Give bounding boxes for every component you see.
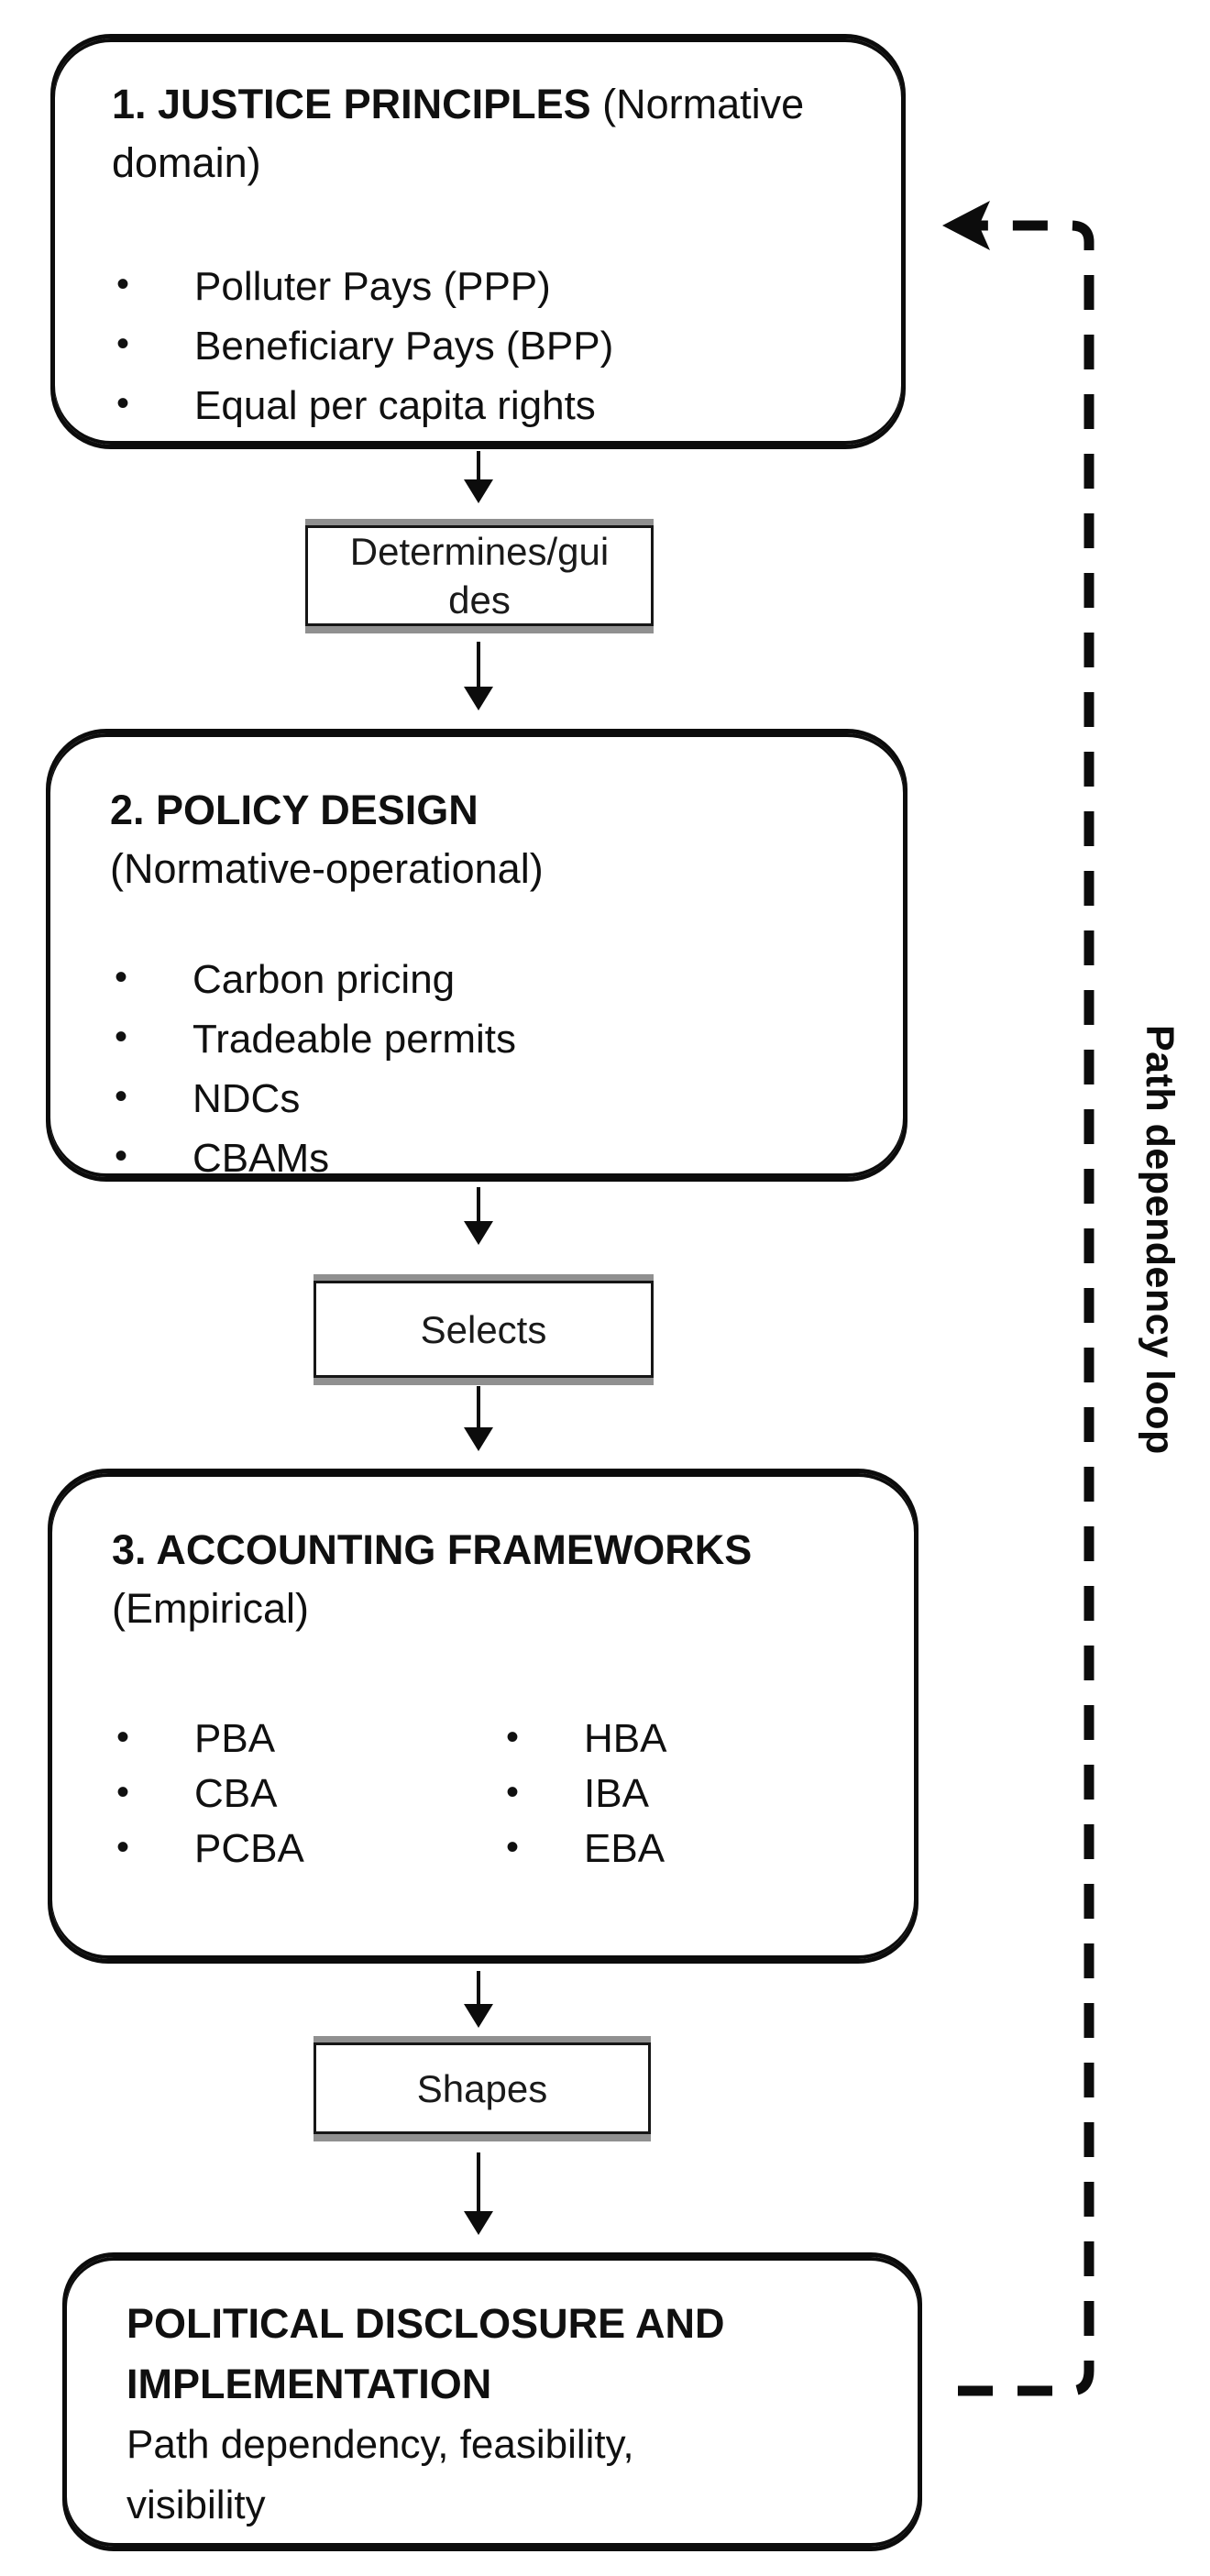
connector-label-line1: Determines/gui xyxy=(349,530,610,573)
connector-selects-label-box: Selects xyxy=(314,1281,654,1378)
arrow-stem xyxy=(477,1187,480,1221)
justice-heading: 1. JUSTICE PRINCIPLES (Normative domain) xyxy=(112,75,860,193)
loop-dashed-path xyxy=(958,220,1094,2396)
justice-heading-line2: domain) xyxy=(112,139,261,186)
justice-heading-line1: 1. JUSTICE PRINCIPLES (Normative xyxy=(112,75,860,134)
path-dependency-loop-label: Path dependency loop xyxy=(1138,1025,1182,1455)
bullet-item: CBAMs xyxy=(110,1127,866,1188)
arrow-stem xyxy=(477,642,480,687)
arrow-stem xyxy=(477,1971,480,2004)
policy-heading-line1: 2. POLICY DESIGN xyxy=(110,787,478,833)
justice-bullet-list: Polluter Pays (PPP) Beneficiary Pays (BP… xyxy=(112,255,860,435)
accounting-heading-line2: (Empirical) xyxy=(112,1585,310,1632)
justice-principles-box: 1. JUSTICE PRINCIPLES (Normative domain)… xyxy=(50,34,906,449)
down-arrow-3 xyxy=(464,1187,493,1245)
down-arrow-4 xyxy=(464,1386,493,1451)
accounting-bullet-list-right: HBA IBA EBA xyxy=(501,1710,666,1877)
arrow-stem xyxy=(477,451,480,479)
bullet-item: NDCs xyxy=(110,1067,866,1128)
arrowhead-icon xyxy=(464,687,493,710)
policy-design-box: 2. POLICY DESIGN (Normative-operational)… xyxy=(46,729,908,1186)
arrowhead-icon xyxy=(464,1427,493,1451)
bullet-item: IBA xyxy=(501,1765,666,1822)
arrowhead-icon xyxy=(464,2211,493,2235)
arrowhead-icon xyxy=(464,2004,493,2028)
accounting-heading: 3. ACCOUNTING FRAMEWORKS (Empirical) xyxy=(112,1521,877,1638)
bullet-item: Tradeable permits xyxy=(110,1007,866,1069)
policy-heading-line2: (Normative-operational) xyxy=(110,845,544,892)
connector-determines-label-box: Determines/gui des xyxy=(305,525,654,626)
connector-label: Selects xyxy=(420,1307,547,1351)
policy-bullet-list: Carbon pricing Tradeable permits NDCs CB… xyxy=(110,948,866,1188)
bullet-item: PBA xyxy=(112,1710,501,1767)
justice-heading-bold: 1. JUSTICE PRINCIPLES xyxy=(112,81,591,127)
bullet-item: CBA xyxy=(112,1765,501,1822)
accounting-bullet-columns: PBA CBA PCBA HBA IBA EBA xyxy=(112,1710,877,1877)
down-arrow-6 xyxy=(464,2152,493,2235)
bullet-item: PCBA xyxy=(112,1820,501,1877)
bullet-item: HBA xyxy=(501,1710,666,1767)
political-body-line1: Path dependency, feasibility, xyxy=(126,2422,634,2467)
accounting-heading-line1: 3. ACCOUNTING FRAMEWORKS xyxy=(112,1526,753,1573)
bullet-item: EBA xyxy=(501,1820,666,1877)
bullet-item: Carbon pricing xyxy=(110,948,866,1009)
connector-shapes-label-box: Shapes xyxy=(314,2042,651,2134)
arrow-stem xyxy=(477,1386,480,1427)
accounting-frameworks-box: 3. ACCOUNTING FRAMEWORKS (Empirical) PBA… xyxy=(48,1469,918,1964)
connector-label-line2: des xyxy=(448,578,511,622)
political-heading-line2: IMPLEMENTATION xyxy=(126,2361,492,2407)
political-body-line2: visibility xyxy=(126,2482,266,2527)
down-arrow-2 xyxy=(464,642,493,710)
loop-arrowhead-icon xyxy=(942,201,990,250)
political-heading-line1: POLITICAL DISCLOSURE AND xyxy=(126,2300,725,2347)
bullet-item: Equal per capita rights xyxy=(112,374,860,435)
arrowhead-icon xyxy=(464,479,493,503)
accounting-bullet-list-left: PBA CBA PCBA xyxy=(112,1710,501,1877)
policy-heading: 2. POLICY DESIGN (Normative-operational) xyxy=(110,781,866,898)
political-heading: POLITICAL DISCLOSURE AND IMPLEMENTATION xyxy=(126,2294,881,2415)
down-arrow-1 xyxy=(464,451,493,503)
arrowhead-icon xyxy=(464,1221,493,1245)
political-disclosure-box: POLITICAL DISCLOSURE AND IMPLEMENTATION … xyxy=(62,2252,922,2551)
justice-heading-tail: (Normative xyxy=(590,81,805,127)
connector-label: Shapes xyxy=(416,2066,548,2110)
bullet-item: Polluter Pays (PPP) xyxy=(112,255,860,316)
down-arrow-5 xyxy=(464,1971,493,2028)
arrow-stem xyxy=(477,2152,480,2211)
bullet-item: Beneficiary Pays (BPP) xyxy=(112,314,860,376)
